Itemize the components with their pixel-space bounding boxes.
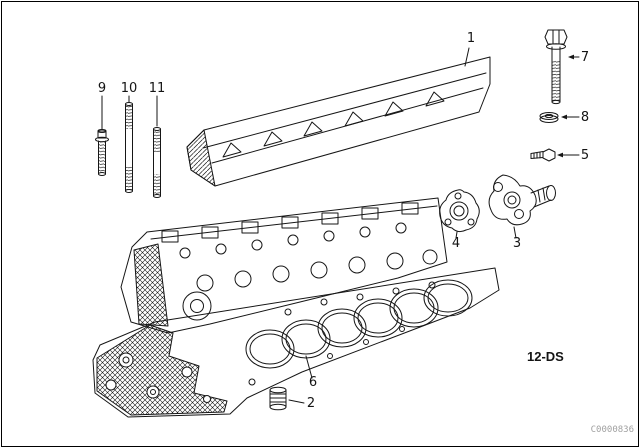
part-7-bolt [544, 29, 580, 105]
section-code: 12-DS [527, 349, 564, 364]
callout-3-leader [513, 226, 517, 239]
callout-8-arrow [561, 114, 567, 120]
part-11-stud [153, 95, 161, 198]
callout-1-leader [464, 47, 470, 67]
callout-2-leader [288, 399, 305, 404]
part-8-washer [539, 112, 580, 123]
callout-5-arrow [557, 152, 563, 158]
callout-6-leader [305, 355, 313, 379]
callout-6-label: 6 [309, 375, 317, 390]
part-4-housing-gasket [439, 189, 480, 239]
part-6-head-gasket [92, 267, 500, 418]
callout-2-label: 2 [307, 396, 315, 411]
callout-9-label: 9 [98, 81, 106, 96]
callout-4-leader [455, 231, 458, 239]
callout-7-arrow [568, 54, 574, 60]
part-9-stud [95, 95, 109, 176]
watermark-code: C0000836 [591, 425, 634, 435]
part-1-valve-cover [186, 47, 491, 187]
part-10-stud [125, 95, 133, 193]
cylinder-head-drawing [120, 197, 448, 334]
part-3-thermostat-housing [488, 174, 556, 239]
part-5-bolt [530, 148, 580, 162]
callout-3-label: 3 [513, 236, 521, 251]
callout-10-label: 10 [121, 81, 138, 96]
callout-4-label: 4 [452, 236, 460, 251]
callout-8-label: 8 [581, 110, 589, 125]
callout-labels: 1 2 3 4 5 6 7 8 9 10 11 [98, 31, 589, 411]
callout-11-label: 11 [149, 81, 166, 96]
callout-5-label: 5 [581, 148, 589, 163]
callout-7-label: 7 [581, 50, 589, 65]
callout-1-label: 1 [467, 31, 475, 46]
part-2-dowel [269, 386, 305, 411]
